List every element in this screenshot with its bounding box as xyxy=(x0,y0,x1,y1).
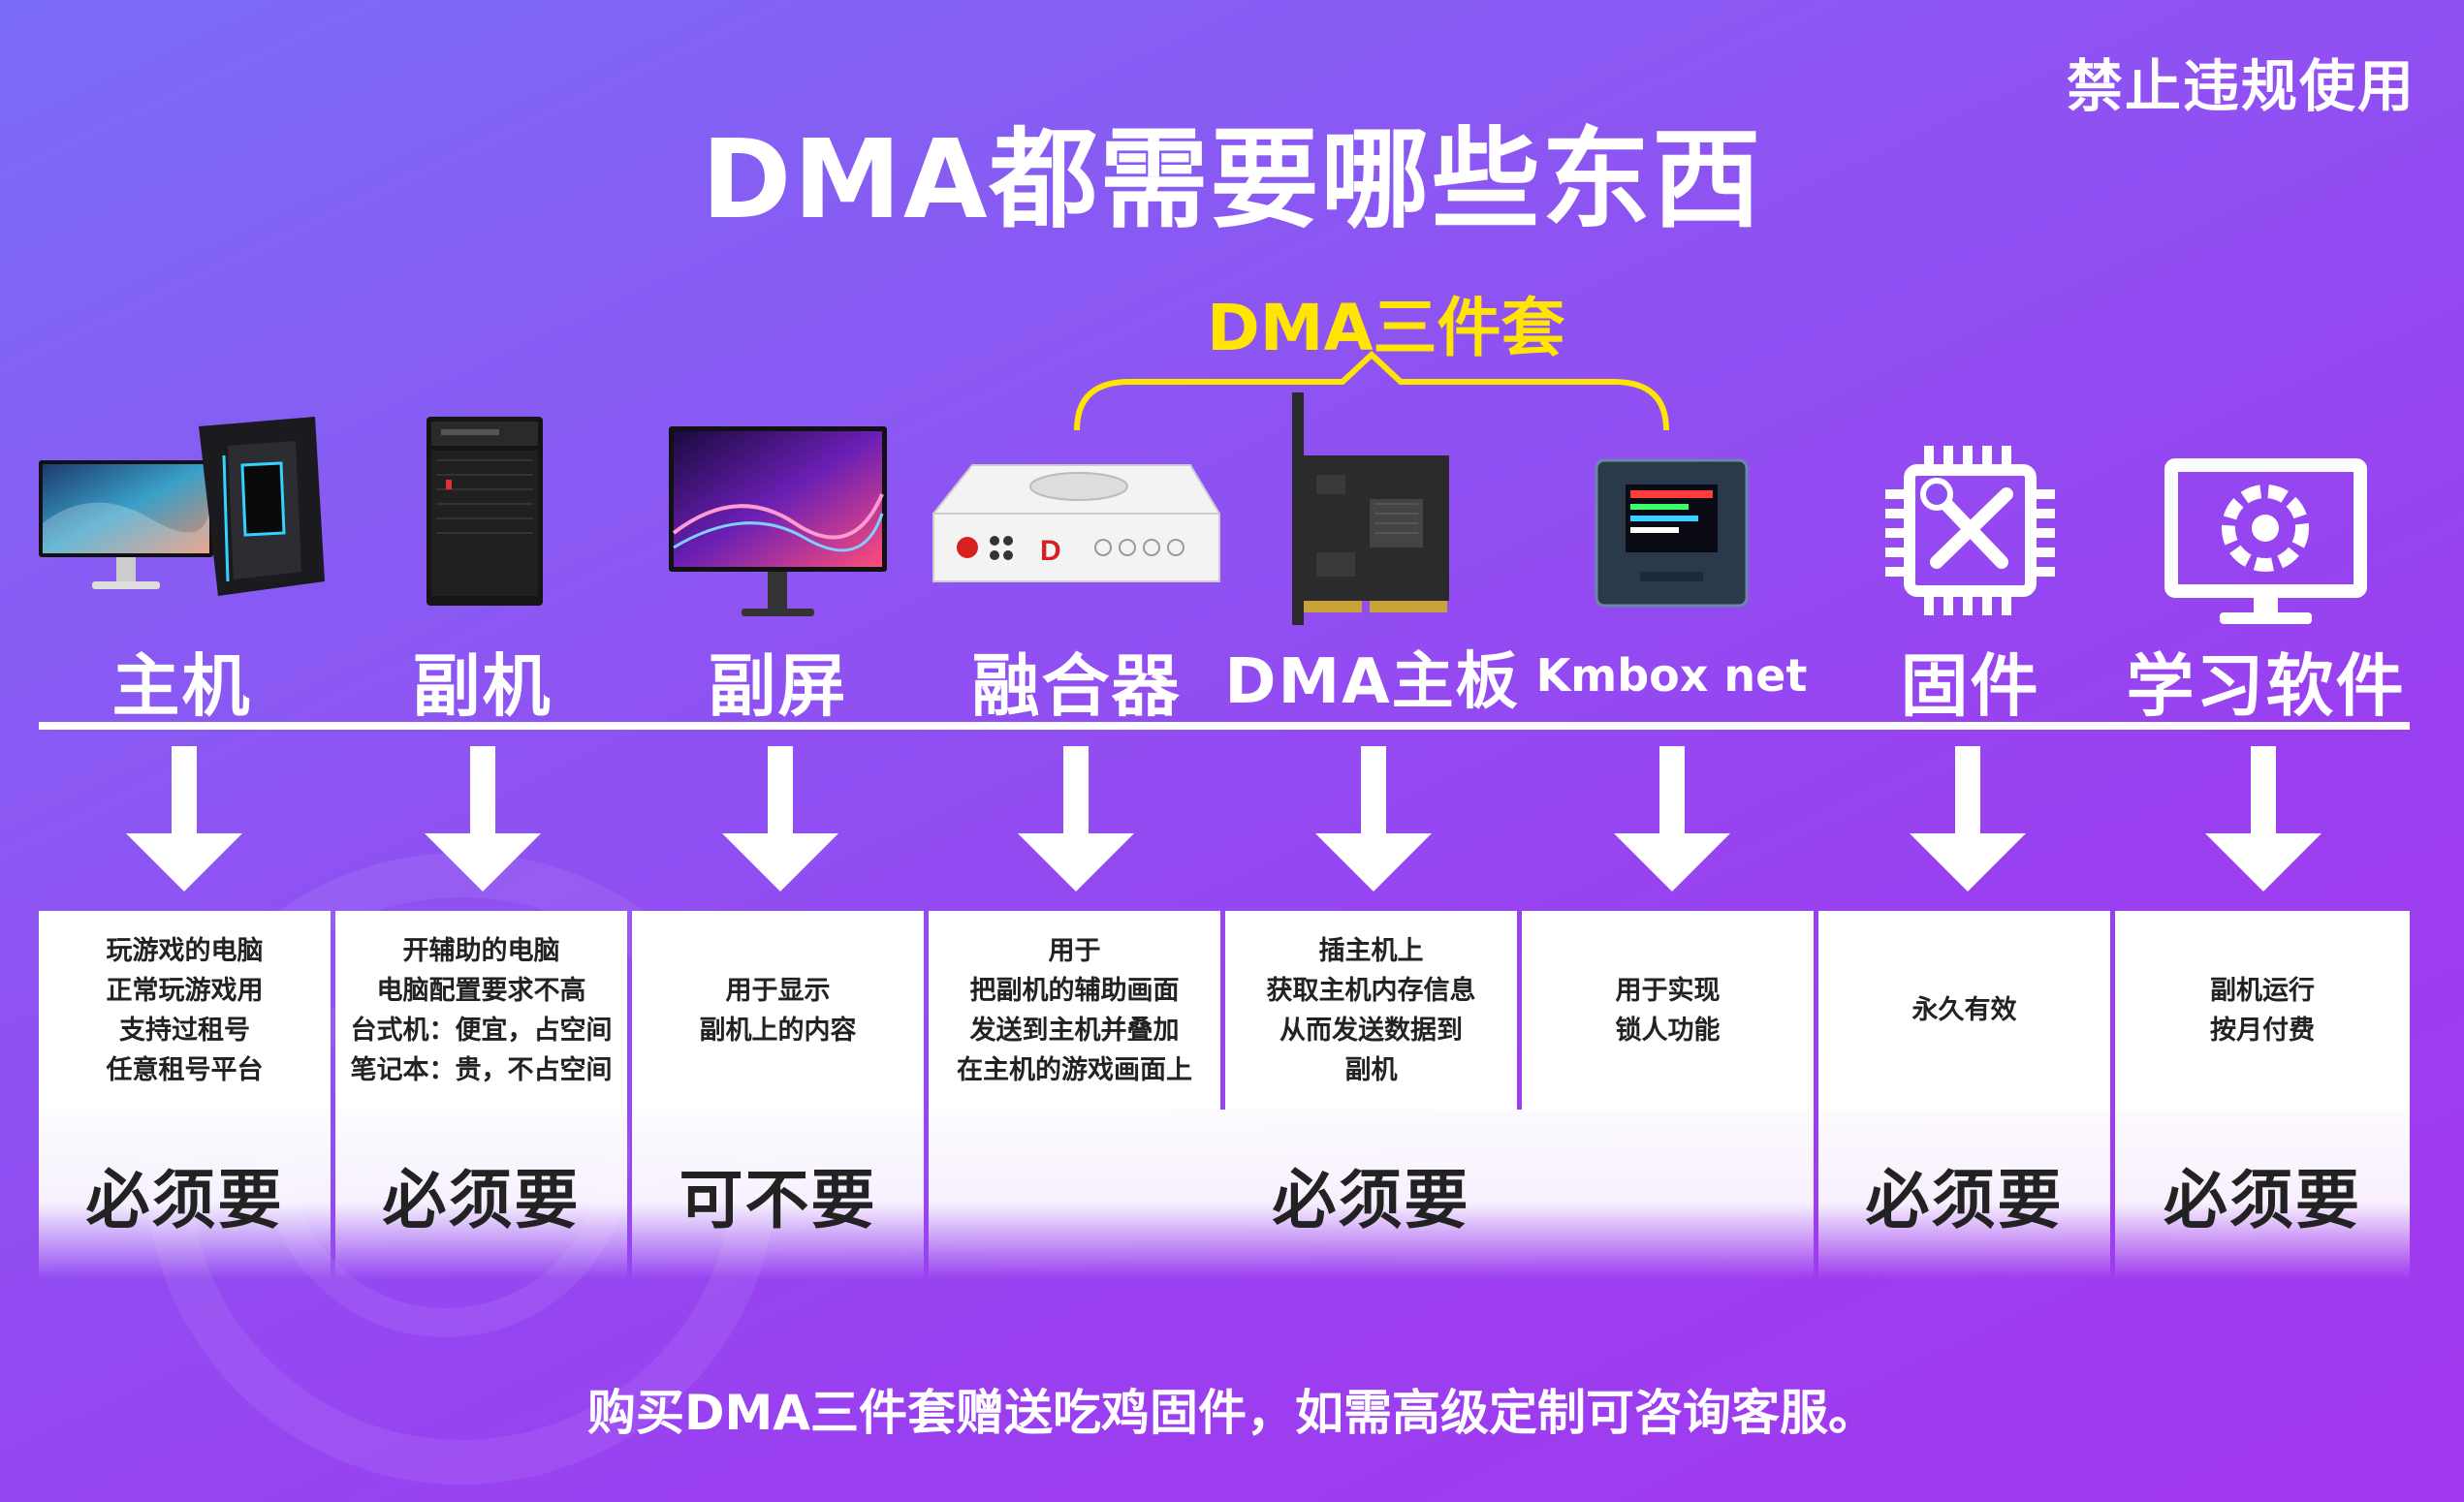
item-label-kmbox: Kmbox net xyxy=(1535,649,1808,702)
item-label-screen: 副屏 xyxy=(708,646,848,726)
page-title: DMA都需要哪些东西 xyxy=(701,117,1763,243)
item-label-host: 主机 xyxy=(111,646,252,726)
down-arrow-icon xyxy=(722,746,838,892)
desc-cell-fusion: 用于把副机的辅助画面发送到主机并叠加在主机的游戏画面上 xyxy=(929,911,1220,1110)
down-arrow-icon xyxy=(1315,746,1432,892)
item-host-pc xyxy=(34,388,330,707)
item-label-fusion: 融合器 xyxy=(971,646,1182,726)
footer-note: 购买DMA三件套赠送吃鸡固件，如需高级定制可咨询客服。 xyxy=(587,1385,1877,1441)
item-software xyxy=(2118,388,2414,707)
desc-cell-kmbox: 用于实现锁人功能 xyxy=(1522,911,1814,1110)
desktop-pc-icon xyxy=(39,417,325,596)
svg-text:D: D xyxy=(1040,535,1061,567)
down-arrow-icon xyxy=(126,746,242,892)
divider-line xyxy=(39,722,2410,730)
desc-cell-secondary: 开辅助的电脑电脑配置要求不高台式机：便宜，占空间笔记本：贵，不占空间 xyxy=(335,911,627,1110)
requirement-firmware: 必须要 xyxy=(1818,1110,2110,1279)
down-arrow-icon xyxy=(425,746,541,892)
usage-notice: 禁止违规使用 xyxy=(2066,53,2416,119)
desc-cell-dma-board: 插主机上获取主机内存信息从而发送数据到副机 xyxy=(1225,911,1517,1110)
requirement-secondary: 必须要 xyxy=(335,1110,627,1279)
kmbox-device-icon xyxy=(1595,458,1749,608)
tower-case-icon xyxy=(426,417,543,606)
desc-cell-firmware: 永久有效 xyxy=(1818,911,2110,1110)
down-arrow-icon xyxy=(1910,746,2026,892)
chip-tools-icon xyxy=(1885,446,2055,615)
dma-set-label: DMA三件套 xyxy=(1207,291,1565,365)
pcie-card-icon xyxy=(1292,392,1449,625)
desc-cell-host: 玩游戏的电脑正常玩游戏用支持过租号任意租号平台 xyxy=(39,911,331,1110)
desc-cell-screen: 用于显示副机上的内容 xyxy=(632,911,924,1110)
monitor-icon xyxy=(669,426,887,616)
item-kmbox xyxy=(1524,388,1819,707)
down-arrow-icon xyxy=(2205,746,2322,892)
set-brace xyxy=(1074,350,1669,431)
item-label-firmware: 固件 xyxy=(1900,646,2040,726)
item-label-dma-board: DMA主板 xyxy=(1224,646,1520,718)
item-secondary-pc xyxy=(334,388,630,707)
monitor-gear-icon xyxy=(2164,458,2367,624)
description-row: 玩游戏的电脑正常玩游戏用支持过租号任意租号平台 开辅助的电脑电脑配置要求不高台式… xyxy=(39,911,2410,1110)
requirement-software: 必须要 xyxy=(2115,1110,2410,1279)
requirement-dma-set: 必须要 xyxy=(929,1110,1814,1279)
item-dma-board xyxy=(1224,388,1520,707)
fusion-box-icon: D xyxy=(932,464,1220,582)
item-label-software: 学习软件 xyxy=(2126,646,2406,726)
item-secondary-screen xyxy=(630,388,926,707)
down-arrow-icon xyxy=(1614,746,1730,892)
item-label-secondary: 副机 xyxy=(412,646,553,726)
item-firmware xyxy=(1822,388,2118,707)
item-fusion-box: D xyxy=(929,388,1224,707)
requirement-screen: 可不要 xyxy=(632,1110,924,1279)
desc-cell-software: 副机运行按月付费 xyxy=(2115,911,2410,1110)
down-arrow-icon xyxy=(1018,746,1134,892)
requirement-host: 必须要 xyxy=(39,1110,331,1279)
